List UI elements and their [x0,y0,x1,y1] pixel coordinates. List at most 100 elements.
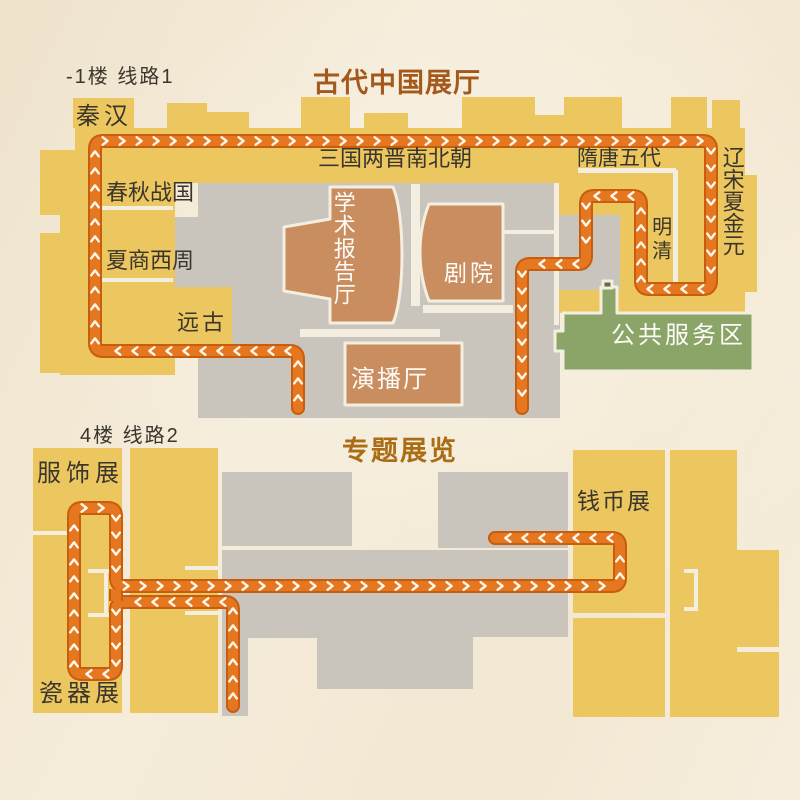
route-arrow-icon [80,503,88,513]
route-arrow-icon [706,181,716,189]
east-gallery-block [737,550,779,647]
route-arrow-icon [85,669,93,679]
core-block [473,550,568,637]
route-arrow-icon [581,219,591,227]
route-arrow-icon [496,581,504,591]
route-arrow-icon [156,581,164,591]
route-arrow-icon [521,533,529,543]
route-arrow-icon [517,372,527,380]
route-arrow-icon [151,597,159,607]
route-arrow-icon [339,136,347,146]
route-arrow-icon [305,136,313,146]
route-arrow-icon [538,259,546,269]
wall-gap [423,305,513,313]
route-arrow-icon [233,346,241,356]
gallery-tooth [40,268,85,373]
route-arrow-icon [555,259,563,269]
route-arrow-icon [241,581,249,591]
wall-gap [411,184,420,306]
route-arrow-icon [636,241,646,249]
wall-gap [554,183,559,325]
route-arrow-icon [220,136,228,146]
route-arrow-icon [615,572,625,580]
gallery-tooth [40,233,60,268]
route-arrow-icon [69,558,79,566]
wall-gap [684,607,698,611]
route-arrow-icon [190,581,198,591]
route-arrow-icon [182,346,190,356]
route-arrow-icon [111,642,121,650]
route-arrow-icon [90,303,100,311]
gallery-tooth [40,150,60,215]
route-arrow-icon [407,136,415,146]
route-arrow-icon [517,270,527,278]
route-arrow-icon [424,136,432,146]
route-arrow-icon [118,136,126,146]
route-arrow-icon [390,136,398,146]
route-arrow-icon [111,514,121,522]
route-arrow-icon [581,202,591,210]
route-arrow-icon [445,581,453,591]
route-arrow-icon [517,304,527,312]
route-arrow-icon [288,136,296,146]
route-arrow-icon [360,581,368,591]
route-arrow-icon [202,597,210,607]
route-arrow-icon [207,581,215,591]
route-arrow-icon [706,249,716,257]
east-gallery-block [737,652,779,717]
route-arrow-icon [111,548,121,556]
gallery-tooth [73,98,134,128]
route-arrow-icon [90,201,100,209]
route-arrow-icon [168,597,176,607]
route-arrow-icon [165,346,173,356]
east-gallery-column [745,175,757,292]
route-arrow-icon [111,531,121,539]
route-arrow-icon [373,136,381,146]
theater-shape [418,202,505,303]
route-arrow-icon [152,136,160,146]
route-arrow-icon [114,346,122,356]
route-arrow-icon [530,581,538,591]
route-arrow-icon [517,389,527,397]
route-arrow-icon [169,136,177,146]
wall-gap [673,170,678,290]
route-arrow-icon [636,258,646,266]
route-arrow-icon [293,394,303,402]
route-arrow-icon [237,136,245,146]
route-arrow-icon [69,643,79,651]
route-arrow-icon [572,259,580,269]
wall-gap [300,329,440,337]
route-arrow-icon [111,565,121,573]
route-arrow-icon [69,609,79,617]
route-arrow-icon [646,284,654,294]
route-arrow-icon [275,581,283,591]
route-arrow-icon [90,320,100,328]
route-arrow-icon [606,533,614,543]
route-arrow-icon [173,581,181,591]
route-arrow-icon [69,592,79,600]
wall-gap [88,613,110,617]
route-arrow-icon [572,533,580,543]
route-arrow-icon [492,136,500,146]
route-arrow-icon [706,215,716,223]
route-arrow-icon [598,581,606,591]
route-joint [111,589,121,601]
east-gallery-block [573,618,665,717]
route-arrow-icon [517,355,527,363]
gallery-tooth [301,97,350,128]
route-arrow-icon [636,224,646,232]
route-arrow-icon [517,321,527,329]
gallery-tooth [167,103,207,128]
route-arrow-icon [696,136,704,146]
route-arrow-icon [543,136,551,146]
route-arrow-icon [322,136,330,146]
route-arrow-icon [224,581,232,591]
route-arrow-icon [636,207,646,215]
east-gallery-block [670,450,737,717]
route-arrow-icon [504,533,512,543]
wall-gap [104,571,108,615]
route-arrow-icon [593,191,601,201]
route-arrow-icon [326,581,334,591]
route-arrow-icon [254,136,262,146]
